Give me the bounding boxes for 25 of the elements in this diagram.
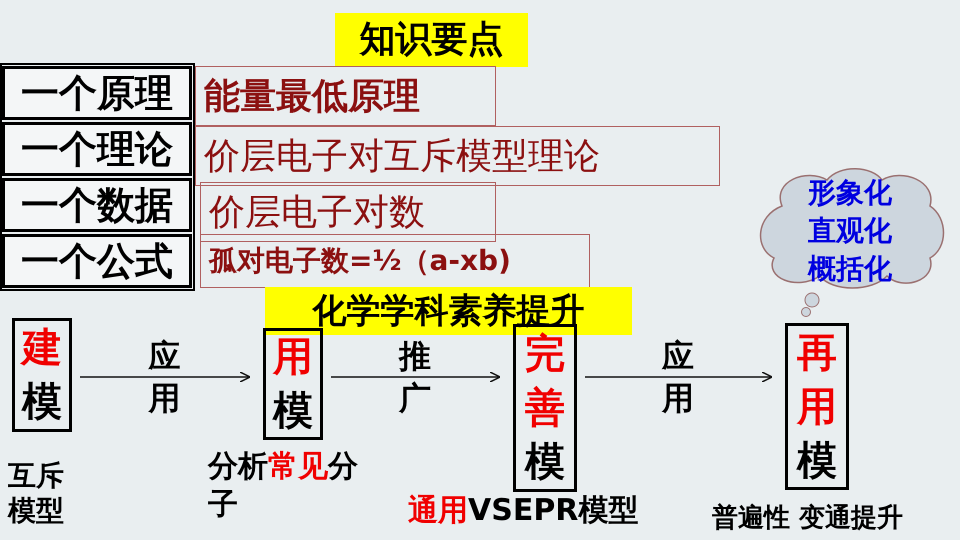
edge-label: 应用 [147, 336, 182, 419]
title: 知识要点 [335, 13, 528, 67]
arrow [80, 371, 251, 383]
step-note: 互斥模型 [8, 458, 65, 528]
label-box: 一个公式 [2, 234, 192, 288]
cloud-text: 直观化 [807, 213, 893, 249]
cloud-text: 概括化 [806, 251, 893, 287]
step-box: 完善模 [513, 324, 577, 492]
step-box: 用模 [263, 328, 323, 440]
edge-label: 应用 [660, 336, 695, 419]
arrow [331, 371, 501, 383]
text-box: 价层电子对互斥模型理论 [195, 126, 720, 186]
text-box: 价层电子对数 [200, 182, 496, 242]
edge-label: 推广 [397, 336, 432, 419]
step-note: 普遍性 变通提升 [712, 502, 904, 534]
step-box: 再用模 [785, 323, 849, 490]
step-box: 建模 [12, 318, 72, 432]
text-box: 能量最低原理 [195, 66, 496, 126]
label-box: 一个理论 [2, 122, 192, 176]
step-note: 分析常见分子 [208, 448, 359, 523]
label-box: 一个原理 [2, 66, 192, 120]
arrow [585, 371, 773, 383]
step-note: 通用VSEPR模型 [408, 492, 640, 530]
cloud-text: 形象化 [806, 175, 893, 211]
label-box: 一个数据 [2, 178, 192, 232]
